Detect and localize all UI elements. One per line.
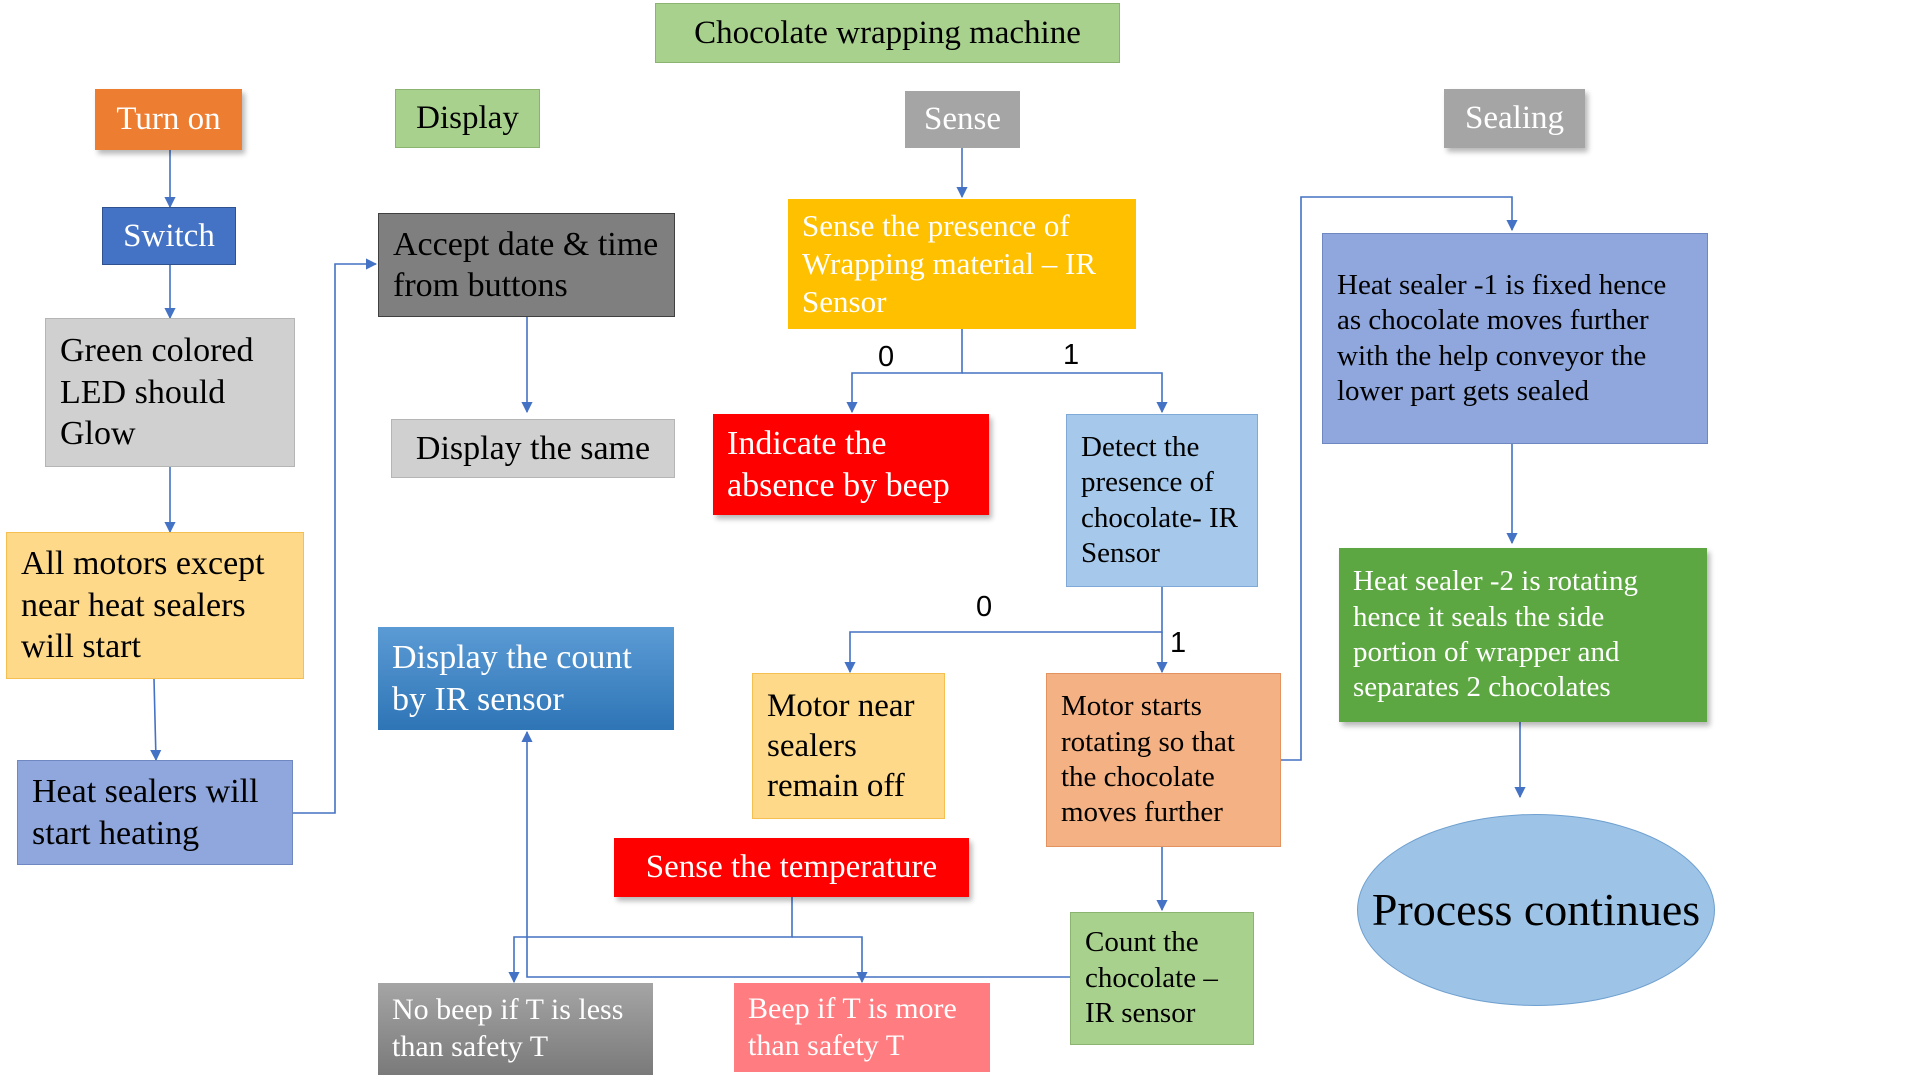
edge-label-wrap-zero: 0: [878, 341, 895, 373]
edge-count-display: [521, 730, 1070, 978]
node-sense-wrapping: Sense the presence of Wrapping material …: [788, 199, 1136, 329]
node-count-chocolate: Count the chocolate – IR sensor: [1070, 912, 1254, 1045]
node-green-led: Green colored LED should Glow: [45, 318, 295, 467]
header-sense: Sense: [905, 91, 1020, 148]
node-no-beep: No beep if T is less than safety T: [378, 983, 653, 1075]
node-all-motors: All motors except near heat sealers will…: [6, 532, 304, 679]
header-display: Display: [395, 89, 540, 148]
edge-rotating-sealer1: [1281, 196, 1518, 761]
edge-detect-motoroff: [844, 587, 1163, 674]
edge-label-choc-zero: 0: [976, 591, 993, 623]
node-switch: Switch: [102, 207, 236, 265]
node-accept-date: Accept date & time from buttons: [378, 213, 675, 317]
node-beep-more: Beep if T is more than safety T: [734, 983, 990, 1072]
node-display-count: Display the count by IR sensor: [378, 627, 674, 730]
header-turn-on: Turn on: [95, 89, 242, 150]
edge-wrapping-absence: [846, 329, 963, 414]
edge-heat-accept: [293, 258, 378, 814]
node-sense-temperature: Sense the temperature: [614, 838, 969, 897]
node-heat-sealer-1: Heat sealer -1 is fixed hence as chocola…: [1322, 233, 1708, 444]
node-motor-sealers-off: Motor near sealers remain off: [752, 673, 945, 819]
header-sealing: Sealing: [1444, 89, 1585, 148]
node-heat-sealers-heating: Heat sealers will start heating: [17, 760, 293, 865]
node-display-same: Display the same: [391, 419, 675, 478]
edge-temp-nobeep: [508, 897, 793, 984]
edge-temp-beep: [792, 936, 868, 984]
node-process-continues: Process continues: [1357, 814, 1715, 1006]
node-motor-rotating: Motor starts rotating so that the chocol…: [1046, 673, 1281, 847]
node-heat-sealer-2: Heat sealer -2 is rotating hence it seal…: [1339, 548, 1707, 722]
edge-label-choc-one: 1: [1170, 627, 1187, 659]
node-indicate-absence: Indicate the absence by beep: [713, 414, 989, 515]
node-detect-chocolate: Detect the presence of chocolate- IR Sen…: [1066, 414, 1258, 587]
diagram-title: Chocolate wrapping machine: [655, 3, 1120, 63]
edge-wrapping-detect: [962, 372, 1168, 414]
edge-motors-heat: [150, 678, 162, 762]
edge-label-wrap-one: 1: [1063, 339, 1080, 371]
